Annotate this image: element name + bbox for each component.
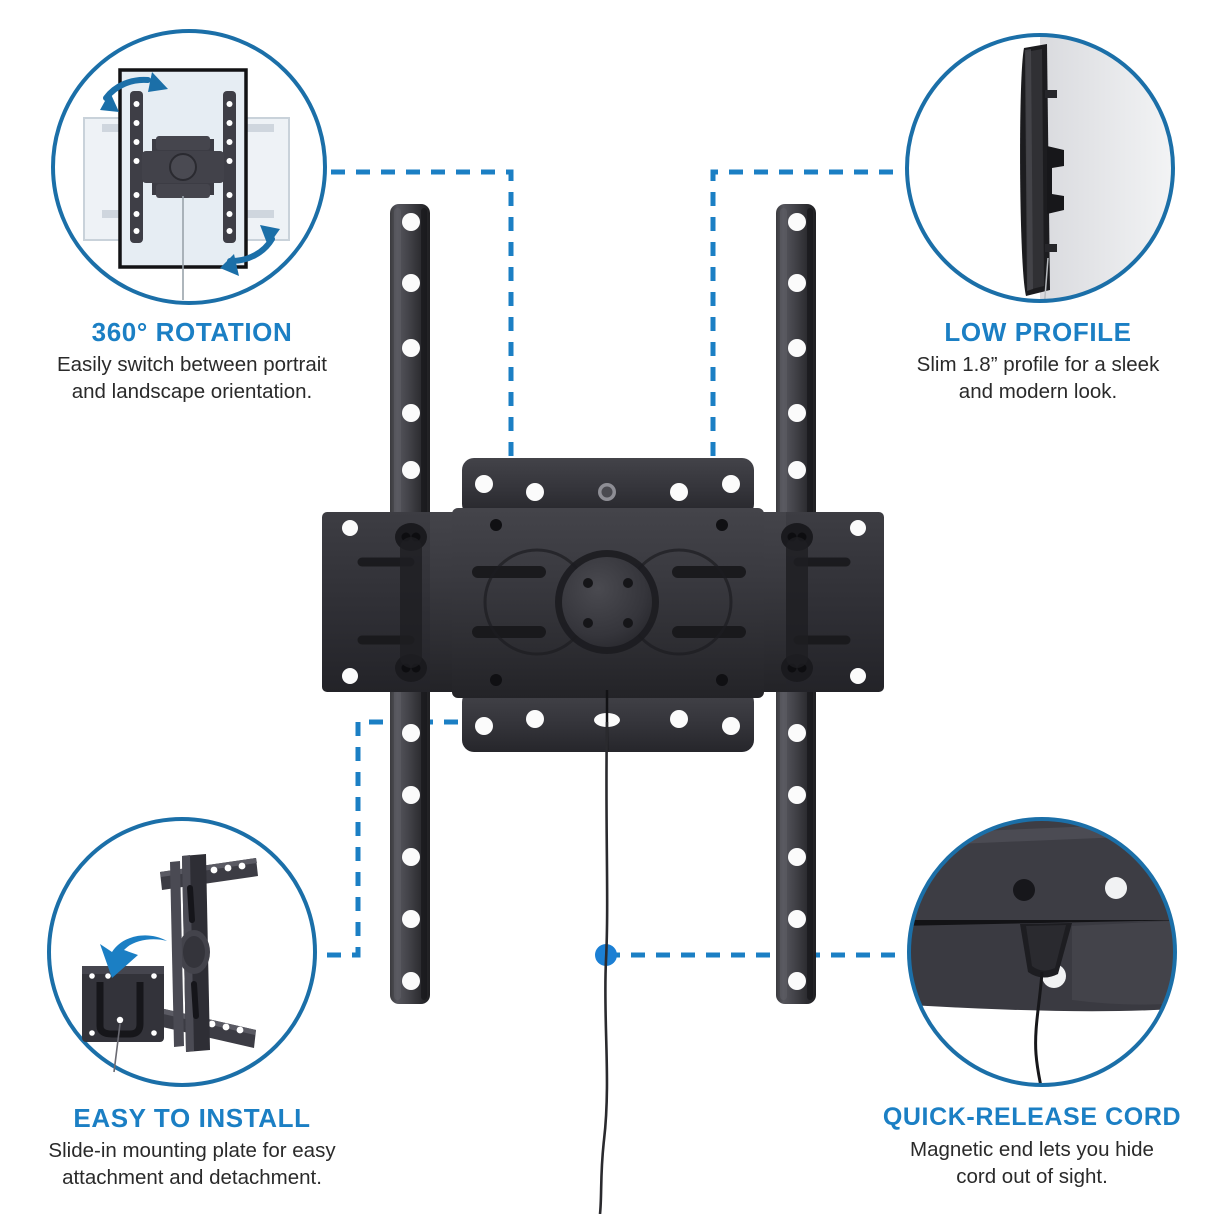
low-profile-inset <box>905 33 1175 303</box>
feature-title-low-profile: LOW PROFILE <box>944 317 1132 347</box>
feature-text-cord: QUICK-RELEASE CORD Magnetic end lets you… <box>862 1103 1202 1190</box>
easy-install-inset <box>47 817 317 1087</box>
wall-hole <box>850 520 866 536</box>
connector-low-profile <box>710 169 893 487</box>
arm-pivot-bosses <box>395 523 813 682</box>
feature-body-easy-install-line2: attachment and detachment. <box>62 1165 322 1189</box>
quick-release-cord-inset <box>907 817 1177 1087</box>
wall-surface <box>1040 35 1173 301</box>
wall-hole <box>342 520 358 536</box>
cord <box>1034 971 1044 1085</box>
feature-body-cord-line1: Magnetic end lets you hide <box>910 1137 1154 1161</box>
connector-rotation <box>331 169 514 540</box>
vesa-adapter-plate <box>452 458 764 752</box>
wall-hole <box>850 668 866 684</box>
wall-hole <box>342 668 358 684</box>
slim-bracket <box>1047 146 1064 214</box>
rotation-arrowhead-top <box>148 72 168 92</box>
feature-body-cord-line2: cord out of sight. <box>956 1164 1108 1188</box>
adapter-top-holes <box>475 475 740 501</box>
inset-ring <box>907 817 1177 1087</box>
quick-release-cord <box>598 721 609 1214</box>
feature-title-cord: QUICK-RELEASE CORD <box>882 1103 1182 1131</box>
feature-body-low-profile-line2: and modern look. <box>958 379 1118 403</box>
mount-on-panel <box>130 91 236 300</box>
rotation-hub <box>555 550 659 654</box>
feature-title-easy-install: EASY TO INSTALL <box>73 1103 311 1133</box>
inset-ring <box>51 29 327 305</box>
center-screw <box>598 483 616 501</box>
left-arm-holes <box>402 213 420 990</box>
feature-text-low-profile: LOW PROFILE Slim 1.8” profile for a slee… <box>868 318 1208 405</box>
feature-body-rotation-line2: and landscape orientation. <box>71 379 313 403</box>
wall-plate-detached <box>82 966 164 1073</box>
right-arm-holes <box>788 213 806 990</box>
feature-text-rotation: 360° ROTATION Easily switch between port… <box>22 318 362 405</box>
feature-title-rotation: 360° ROTATION <box>91 317 293 347</box>
screw-hole-light <box>1105 877 1127 899</box>
adapter-bottom-holes <box>475 710 740 735</box>
mount-assembly <box>158 854 258 1052</box>
feature-body-low-profile-line1: Slim 1.8” profile for a sleek <box>916 352 1160 376</box>
inset-ring <box>905 33 1175 303</box>
adapter-corner-screws <box>490 519 728 686</box>
inset-ring <box>47 817 317 1087</box>
screw-hole-dark <box>1013 879 1035 901</box>
rotation-inset <box>51 29 327 305</box>
feature-body-rotation-line1: Easily switch between portrait <box>56 352 328 376</box>
feature-text-easy-install: EASY TO INSTALL Slide-in mounting plate … <box>22 1104 362 1191</box>
feature-body-easy-install-line1: Slide-in mounting plate for easy <box>48 1138 336 1162</box>
install-arrow <box>100 935 167 978</box>
